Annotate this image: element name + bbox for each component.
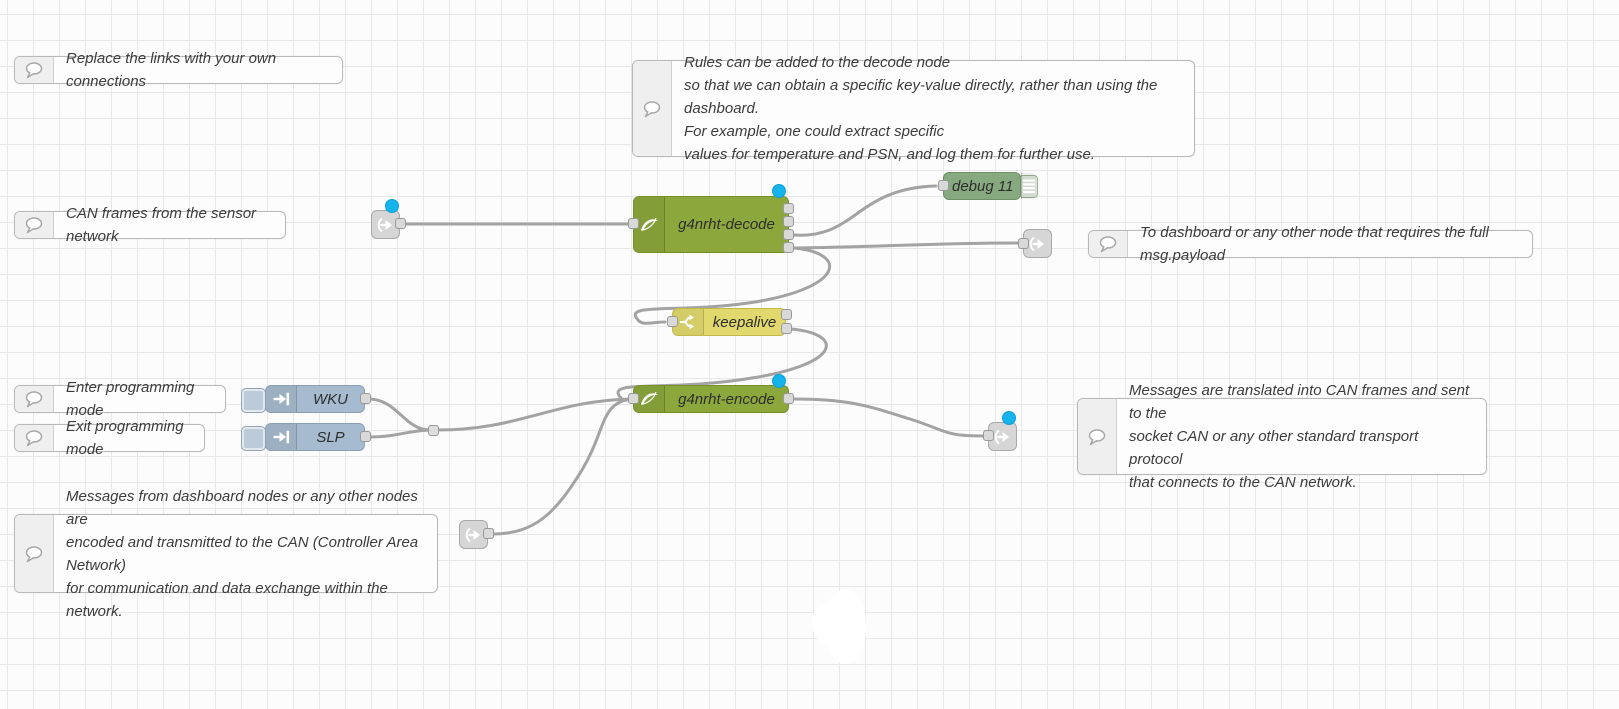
- debug-node[interactable]: debug 11: [943, 172, 1037, 200]
- keepalive-node[interactable]: keepalive: [672, 308, 786, 336]
- wire-encode-to-linkout2[interactable]: [792, 397, 988, 438]
- comment-replace-links[interactable]: Replace the links with your own connecti…: [14, 50, 343, 90]
- decode-output-port-4[interactable]: [783, 242, 794, 253]
- comment-translated-frames[interactable]: Messages are translated into CAN frames …: [1077, 382, 1487, 491]
- decode-output-port-3[interactable]: [783, 229, 794, 240]
- inject-slp-output-port[interactable]: [360, 431, 371, 442]
- inject-button-slp[interactable]: [241, 426, 266, 451]
- comment-text: Messages from dashboard nodes or any oth…: [66, 487, 419, 620]
- comment-decode-rules[interactable]: Rules can be added to the decode node so…: [632, 54, 1195, 163]
- comment-exit-programming[interactable]: Exit programming mode: [14, 418, 205, 458]
- wire-junction-to-encode[interactable]: [435, 397, 632, 432]
- canvas-highlight-artifact: [812, 590, 866, 664]
- inject-arrow-icon: [266, 424, 297, 450]
- link-icon: [1029, 236, 1044, 251]
- inject-arrow-icon: [266, 386, 297, 412]
- link-icon: [994, 429, 1009, 444]
- decode-input-port[interactable]: [628, 218, 639, 229]
- comment-enter-programming[interactable]: Enter programming mode: [14, 379, 226, 419]
- comment-bubble-icon: [15, 425, 54, 451]
- comment-bubble-icon: [15, 57, 54, 83]
- inject-wku-output-port[interactable]: [360, 393, 371, 404]
- decode-output-port-2[interactable]: [783, 216, 794, 227]
- wire-decode-to-linkout1[interactable]: [792, 241, 1022, 250]
- link-in-output-port[interactable]: [395, 218, 406, 229]
- link-icon: [377, 217, 392, 232]
- inject-node-slp[interactable]: SLP: [265, 423, 365, 451]
- comment-text: Replace the links with your own connecti…: [66, 50, 277, 90]
- decode-swoosh-icon: [634, 197, 665, 252]
- wire-junction[interactable]: [428, 425, 439, 436]
- comment-text: Rules can be added to the decode node so…: [684, 54, 1158, 163]
- link-out-input-port[interactable]: [1018, 238, 1029, 249]
- encode-node-label: g4nrht-encode: [678, 390, 775, 408]
- comment-text: Exit programming mode: [66, 418, 184, 458]
- link-in-2-output-port[interactable]: [483, 528, 494, 539]
- comment-bubble-icon: [633, 61, 672, 156]
- keepalive-input-port[interactable]: [667, 316, 678, 327]
- link-in-node-2[interactable]: [459, 520, 488, 549]
- encode-swoosh-icon: [634, 386, 665, 412]
- decode-node[interactable]: g4nrht-decode: [633, 196, 789, 253]
- comment-to-dashboard[interactable]: To dashboard or any other node that requ…: [1088, 224, 1533, 264]
- wire-slp-to-junction[interactable]: [366, 428, 432, 439]
- wire-wku-to-junction[interactable]: [366, 397, 432, 432]
- changed-indicator-dot: [772, 374, 786, 388]
- encode-output-port[interactable]: [783, 393, 794, 404]
- comment-text: CAN frames from the sensor network: [66, 205, 257, 245]
- comment-text: Messages are translated into CAN frames …: [1129, 382, 1470, 491]
- decode-node-label: g4nrht-decode: [678, 216, 775, 233]
- wire-decode-to-debug[interactable]: [792, 184, 938, 237]
- link-out-2-input-port[interactable]: [983, 430, 994, 441]
- comment-text: Enter programming mode: [66, 379, 195, 419]
- keepalive-output-port-2[interactable]: [781, 323, 792, 334]
- inject-node-label: WKU: [313, 390, 348, 408]
- encode-node[interactable]: g4nrht-encode: [633, 385, 789, 413]
- comment-bubble-icon: [1089, 231, 1128, 257]
- comment-bubble-icon: [15, 386, 54, 412]
- inject-node-label: SLP: [316, 428, 345, 446]
- comment-text: To dashboard or any other node that requ…: [1140, 224, 1489, 264]
- debug-list-icon: [1021, 173, 1037, 199]
- wire-decode-to-keepalive[interactable]: [634, 246, 832, 325]
- comment-bubble-icon: [1078, 399, 1117, 474]
- debug-node-label: debug 11: [952, 177, 1014, 195]
- keepalive-output-port-1[interactable]: [781, 309, 792, 320]
- switch-fork-icon: [673, 309, 704, 335]
- wire-linkin2-to-encode[interactable]: [490, 397, 632, 536]
- inject-button-wku[interactable]: [241, 388, 266, 413]
- debug-input-port[interactable]: [938, 180, 949, 191]
- inject-node-wku[interactable]: WKU: [265, 385, 365, 413]
- link-icon: [465, 527, 480, 542]
- comment-dashboard-encode[interactable]: Messages from dashboard nodes or any oth…: [14, 487, 438, 620]
- comment-can-frames[interactable]: CAN frames from the sensor network: [14, 205, 286, 245]
- keepalive-node-label: keepalive: [712, 313, 777, 331]
- comment-bubble-icon: [15, 212, 54, 238]
- encode-input-port[interactable]: [628, 393, 639, 404]
- changed-indicator-dot: [1002, 411, 1016, 425]
- decode-output-port-1[interactable]: [783, 203, 794, 214]
- changed-indicator-dot: [772, 184, 786, 198]
- comment-bubble-icon: [15, 515, 54, 592]
- changed-indicator-dot: [385, 199, 399, 213]
